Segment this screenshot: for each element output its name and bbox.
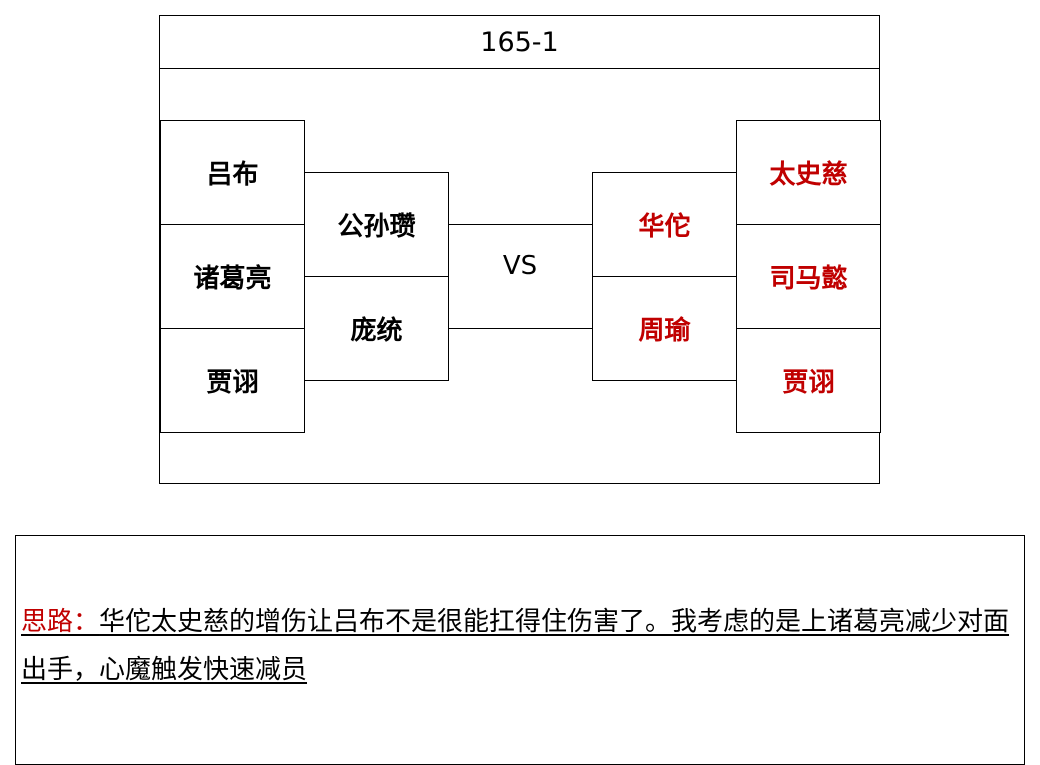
left-outer-slot-2: 诸葛亮 <box>160 224 305 329</box>
right-outer-slot-2: 司马懿 <box>736 224 881 329</box>
connector-line-bottom <box>448 328 593 329</box>
strategy-note: 思路：华佗太史慈的增伤让吕布不是很能扛得住伤害了。我考虑的是上诸葛亮减少对面出手… <box>15 535 1025 765</box>
left-inner-slot-2: 庞统 <box>304 276 449 381</box>
connector-line-top <box>448 224 593 225</box>
left-outer-slot-3: 贾诩 <box>160 328 305 433</box>
vs-label: VS <box>502 251 538 281</box>
strategy-note-body: 华佗太史慈的增伤让吕布不是很能扛得住伤害了。我考虑的是上诸葛亮减少对面出手，心魔… <box>21 607 1010 685</box>
lineup-board: 165-1 吕布 诸葛亮 贾诩 公孙瓒 庞统 VS 华佗 周瑜 太史慈 司马懿 … <box>159 15 881 484</box>
lineup-title: 165-1 <box>160 16 879 69</box>
strategy-note-label: 思路： <box>21 607 100 637</box>
left-outer-slot-1: 吕布 <box>160 120 305 225</box>
right-inner-slot-1: 华佗 <box>592 172 737 277</box>
right-outer-slot-1: 太史慈 <box>736 120 881 225</box>
right-inner-slot-2: 周瑜 <box>592 276 737 381</box>
left-inner-slot-1: 公孙瓒 <box>304 172 449 277</box>
strategy-note-text: 思路：华佗太史慈的增伤让吕布不是很能扛得住伤害了。我考虑的是上诸葛亮减少对面出手… <box>21 598 1016 694</box>
right-outer-slot-3: 贾诩 <box>736 328 881 433</box>
